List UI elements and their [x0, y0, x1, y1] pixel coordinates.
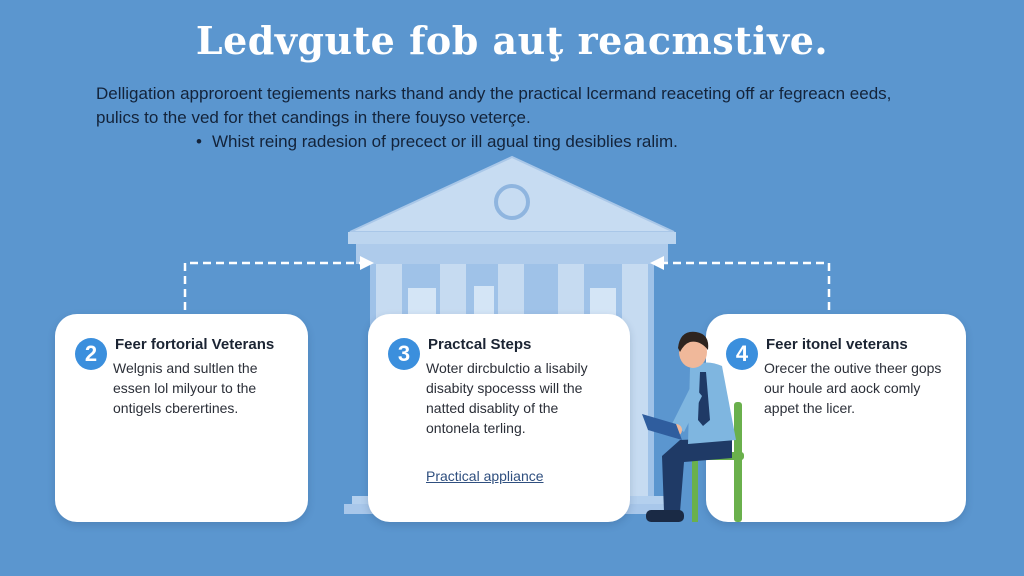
card-text-line: natted disablity of the: [426, 400, 559, 416]
bullet-dot-icon: •: [196, 132, 202, 151]
card-text-line: Orecer the outive theer gops: [764, 360, 942, 376]
card-text-line: essen lol milyour to the: [113, 380, 257, 396]
card-title: Practcal Steps: [428, 336, 532, 353]
intro-line: Delligation approroent tegiements narks …: [96, 84, 892, 103]
card-text-line: Welgnis and sultlen the: [113, 360, 258, 376]
info-card-practical-steps: 3 Practcal Steps Woter dircbulctio a lis…: [368, 314, 630, 522]
card-text-line: Woter dircbulctio a lisabily: [426, 360, 588, 376]
page-heading: Ledvgute fob auţ reacmstive.: [195, 18, 829, 63]
card-text-line: ontonela terling.: [426, 420, 526, 436]
step-number-badge: 4: [726, 338, 758, 370]
card-text-line: our houle ard aock comly: [764, 380, 921, 396]
step-number-badge: 2: [75, 338, 107, 370]
info-card-veterans-2: 4 Feer itonel veterans Orecer the outive…: [706, 314, 966, 522]
bullet-item: • Whist reing radesion of precect or ill …: [196, 132, 678, 152]
step-number-badge: 3: [388, 338, 420, 370]
card-title: Feer fortorial Veterans: [115, 336, 275, 353]
card-body: Orecer the outive theer gops our houle a…: [764, 358, 964, 418]
practical-appliance-link[interactable]: Practical appliance: [426, 468, 544, 484]
card-body: Woter dircbulctio a lisabily disabity sp…: [426, 358, 626, 438]
card-title: Feer itonel veterans: [766, 336, 908, 353]
roof-emblem-icon: [494, 184, 530, 220]
intro-paragraph: Delligation approroent tegiements narks …: [96, 82, 936, 130]
card-text-line: appet the licer.: [764, 400, 856, 416]
info-card-veterans: 2 Feer fortorial Veterans Welgnis and su…: [55, 314, 308, 522]
connector-left-icon: [183, 256, 374, 310]
intro-line: pulics to the ved for thet candings in t…: [96, 108, 531, 127]
bullet-text: Whist reing radesion of precect or ill a…: [212, 132, 678, 151]
card-text-line: ontigels cberertines.: [113, 400, 239, 416]
card-text-line: disabity spocesss will the: [426, 380, 583, 396]
connector-right-icon: [650, 256, 831, 310]
card-body: Welgnis and sultlen the essen lol milyou…: [113, 358, 313, 418]
